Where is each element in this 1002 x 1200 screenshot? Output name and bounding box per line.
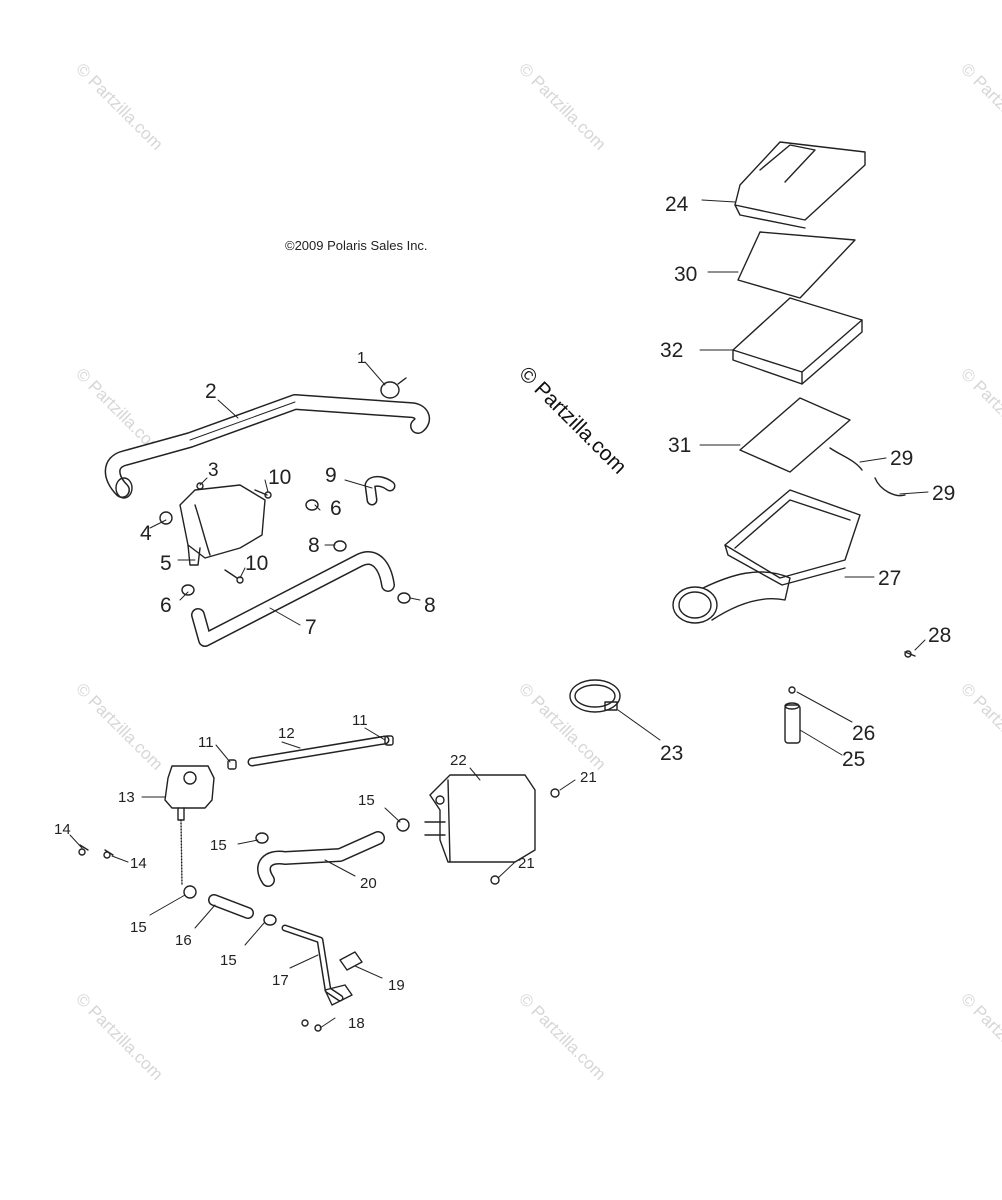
callout-31: 31 [668,434,691,457]
callout-32: 32 [660,339,683,362]
part-7-hose [191,551,395,647]
part-6-clamps [181,499,319,596]
part-22-cooler [424,774,536,863]
callout-6a: 6 [160,594,172,617]
part-17-pipe [281,924,353,1006]
part-29-brackets [829,447,906,497]
callout-16: 16 [175,932,192,949]
part-16-tube [208,894,254,919]
part-15-clamps [183,818,410,926]
callout-5: 5 [160,552,172,575]
callout-13: 13 [118,789,135,806]
callout-28: 28 [928,624,951,647]
part-24-airbox-cover [734,141,866,229]
callout-7: 7 [305,616,317,639]
watermark-tile: © Partzilla.com [72,59,166,153]
callout-20: 20 [360,875,377,892]
callout-4: 4 [140,522,152,545]
callout-26: 26 [852,722,875,745]
callout-25: 25 [842,748,865,771]
callout-11a: 11 [198,734,214,751]
watermarks: © Partzilla.com © Partzilla.com © Partzi… [72,59,1002,1083]
callout-2: 2 [205,380,217,403]
watermark-tile: © Partzilla.com [72,679,166,773]
part-32-filter-element [732,297,863,385]
leader-lines [69,199,929,1029]
callout-18: 18 [348,1015,365,1032]
callout-15d: 15 [220,952,237,969]
callout-14a: 14 [54,821,71,838]
watermark-tile: © Partzilla.com [515,59,609,153]
part-2-hose [104,394,431,499]
part-14-bolts [78,844,114,859]
callout-6b: 6 [330,497,342,520]
watermark-tile: © Partzilla.com [957,989,1002,1083]
part-28-bolt [904,650,916,658]
copyright-notice: ©2009 Polaris Sales Inc. [285,238,428,253]
callout-3: 3 [208,460,219,481]
callout-21b: 21 [518,855,535,872]
part-27-airbox-base [672,489,861,624]
part-23-clamp [569,679,621,713]
callout-30: 30 [674,263,697,286]
callout-17: 17 [272,972,289,989]
callout-19: 19 [388,977,405,994]
callout-8b: 8 [424,594,436,617]
callout-23: 23 [660,742,683,765]
part-12-tube [247,735,390,767]
callout-22: 22 [450,752,467,769]
callout-8a: 8 [308,534,320,557]
callout-15b: 15 [210,837,227,854]
watermark-tile: © Partzilla.com [957,59,1002,153]
callout-15a: 15 [130,919,147,936]
watermark-tile: © Partzilla.com [515,679,609,773]
callout-10b: 10 [245,552,268,575]
callout-10a: 10 [268,466,291,489]
part-31-filter-sheet [739,397,851,473]
part-26-plug [788,686,796,694]
callout-27: 27 [878,567,901,590]
part-1-clamp [380,377,407,399]
watermark-tile: © Partzilla.com [72,989,166,1083]
watermark-tile: © Partzilla.com [957,679,1002,773]
callout-24: 24 [665,193,689,216]
part-13-valve [164,765,215,886]
part-21-bolts [490,788,560,885]
part-18-bolts [301,1019,322,1032]
part-19-gasket [339,951,363,971]
callout-14b: 14 [130,855,147,872]
callout-1: 1 [357,350,366,367]
callout-9: 9 [325,464,337,487]
callout-11b: 11 [352,712,368,729]
part-5-thermostat-housing [159,482,266,566]
part-30-filter-sheet [737,231,856,299]
center-watermark: © Partzilla.com [514,362,630,478]
part-20-hose [257,831,385,887]
part-9-elbow-hose [364,475,396,506]
watermark-tile: © Partzilla.com [515,989,609,1083]
watermark-tile: © Partzilla.com [957,364,1002,458]
callout-29a: 29 [890,447,913,470]
callout-21a: 21 [580,769,597,786]
part-25-drain-tube [784,702,801,744]
callout-29b: 29 [932,482,955,505]
callout-12: 12 [278,725,295,742]
callout-15c: 15 [358,792,375,809]
